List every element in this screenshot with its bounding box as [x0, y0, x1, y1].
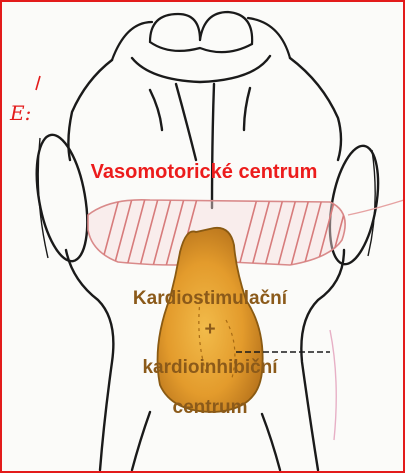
vasomotor-center-label: Vasomotorické centrum: [48, 161, 360, 184]
top-lobes: [112, 12, 290, 60]
margin-mark: E:: [9, 76, 40, 125]
cardio-label-line3: kardioinhibiční: [90, 357, 330, 379]
cardio-label-line4: centrum: [90, 397, 330, 419]
cardio-label-line1: Kardiostimulační: [90, 288, 330, 310]
cardio-label-plus: +: [90, 319, 330, 341]
margin-mark-text: E:: [9, 101, 31, 125]
